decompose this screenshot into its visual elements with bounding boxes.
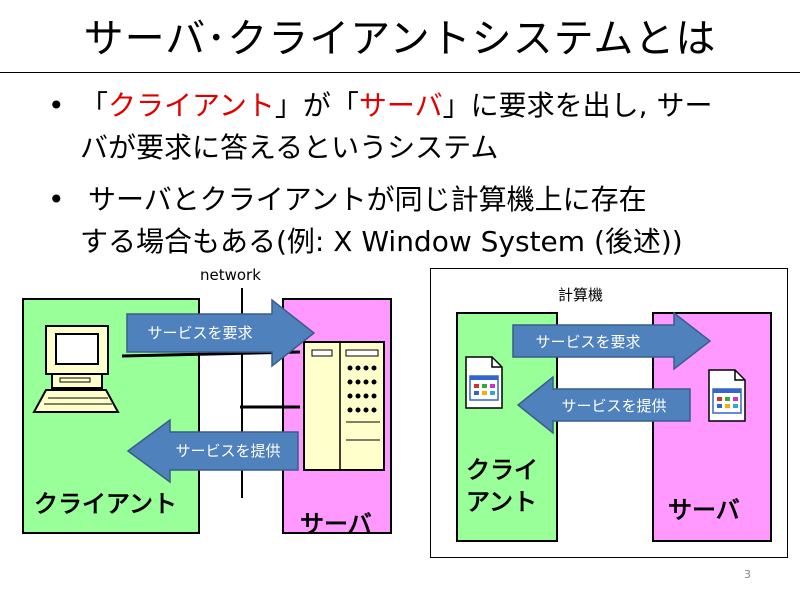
server-label-right: サーバ — [668, 496, 740, 524]
bullet-1-line-1: 「クライアント」が「サーバ」に要求を出し, サー — [80, 86, 770, 126]
bullet-marker-1: • — [48, 89, 65, 122]
computer-icon — [32, 325, 120, 413]
window-icon-server — [708, 369, 746, 422]
client-label-right-line-2: アント — [466, 488, 538, 516]
bullet-1-tail: 」に要求を出し, サー — [442, 89, 713, 122]
provide-arrow-right: サービスを提供 — [516, 375, 691, 435]
bullet-marker-2: • — [48, 183, 65, 216]
request-arrow-left: サービスを要求 — [126, 298, 316, 368]
slide-title: サーバ･クライアントシステムとは — [83, 16, 717, 62]
quote-open: 「 — [80, 89, 109, 122]
bullet-2-line-1: サーバとクライアントが同じ計算機上に存在 — [88, 183, 647, 216]
provide-label-left: サービスを提供 — [175, 442, 280, 460]
quote-mid: 」が「 — [274, 89, 359, 122]
request-label-left: サービスを要求 — [147, 324, 252, 342]
server-label-left: サーバ — [300, 510, 372, 538]
title-underline — [0, 72, 800, 73]
client-label-left: クライアント — [34, 490, 178, 518]
server-tower-icon — [303, 341, 385, 471]
request-arrow-right: サービスを要求 — [512, 311, 712, 371]
computer-label: 計算機 — [558, 286, 604, 304]
provide-label-right: サービスを提供 — [561, 397, 666, 415]
client-label-right-line-1: クライ — [466, 456, 538, 484]
page-number: 3 — [744, 568, 751, 581]
window-icon-client — [465, 356, 503, 409]
highlight-client: クライアント — [108, 89, 275, 122]
bullet-2-line-2: する場合もある(例: X Window System (後述)) — [80, 225, 683, 258]
client-label-right: クライ アント — [466, 454, 538, 518]
provide-arrow-left: サービスを提供 — [126, 418, 299, 484]
bullet-1-line-2: バが要求に答えるというシステム — [80, 131, 499, 164]
network-label: network — [200, 266, 261, 284]
request-label-right: サービスを要求 — [535, 333, 640, 351]
highlight-server: サーバ — [358, 89, 443, 122]
